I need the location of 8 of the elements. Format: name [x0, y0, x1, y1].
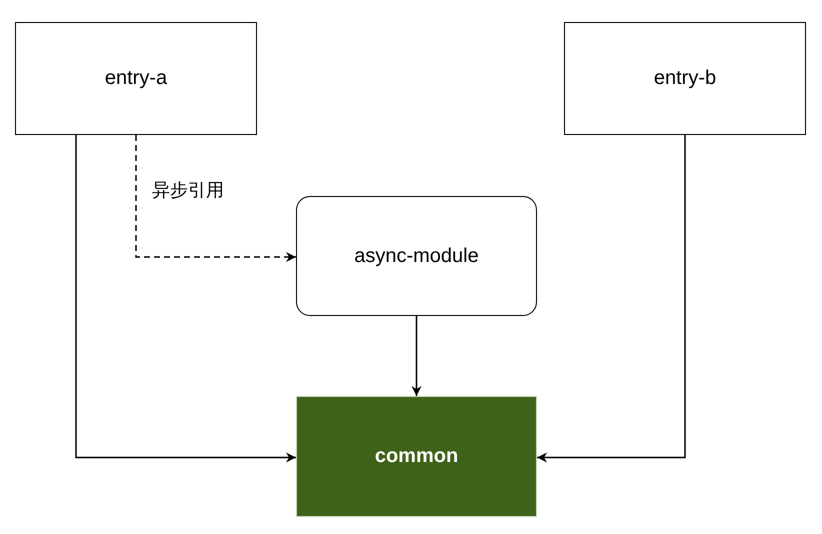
arrow	[135, 135, 296, 262]
arrow	[75, 135, 296, 462]
common-box: common	[296, 396, 537, 517]
arrow	[412, 316, 422, 396]
module-box: async-module	[296, 196, 537, 316]
entry-box: entry-b	[564, 22, 806, 135]
entry-box: entry-a	[15, 22, 257, 135]
arrow	[537, 135, 686, 462]
